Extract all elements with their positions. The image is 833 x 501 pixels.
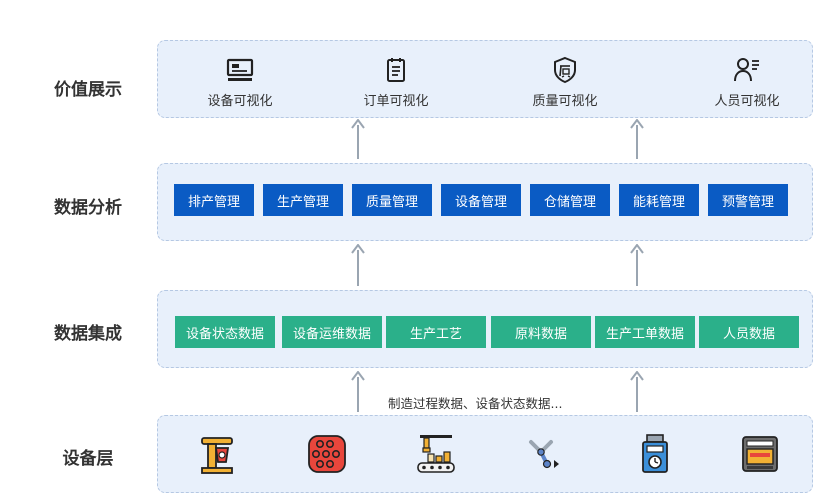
alert-management-button[interactable]: 预警管理: [708, 184, 788, 216]
data-analysis-panel: 排产管理 生产管理 质量管理 设备管理 仓储管理 能耗管理 预警管理: [157, 163, 813, 241]
data-source-box[interactable]: 设备运维数据: [282, 316, 382, 348]
layer-label-data-integration: 数据集成: [54, 324, 122, 344]
arrow-up-icon: [351, 371, 365, 412]
value-display-label: 设备可视化: [207, 94, 273, 109]
warehouse-management-button[interactable]: 仓储管理: [530, 184, 610, 216]
layer-label-data-analysis: 数据分析: [54, 198, 122, 218]
data-flow-label: 制造过程数据、设备状态数据...: [388, 396, 563, 411]
mixer-machine-icon[interactable]: [196, 432, 240, 476]
layer-label-device-layer: 设备层: [62, 449, 114, 469]
equipment-visualization-item[interactable]: 设备可视化: [185, 55, 295, 109]
value-display-panel: 设备可视化 订单可视化 质量可视化 人员可: [157, 40, 813, 118]
oven-icon[interactable]: [738, 432, 782, 476]
value-display-label: 质量可视化: [532, 94, 598, 109]
user-list-icon: [734, 58, 759, 82]
data-source-box[interactable]: 生产工艺: [386, 316, 486, 348]
scheduling-management-button[interactable]: 排产管理: [174, 184, 254, 216]
value-display-label: 人员可视化: [714, 94, 780, 109]
data-source-box[interactable]: 原料数据: [491, 316, 591, 348]
data-source-box[interactable]: 设备状态数据: [175, 316, 275, 348]
weighing-scale-icon[interactable]: [633, 432, 677, 476]
production-management-button[interactable]: 生产管理: [263, 184, 343, 216]
data-source-box[interactable]: 人员数据: [699, 316, 799, 348]
arrow-up-icon: [351, 119, 365, 159]
shield-quality-icon: [554, 56, 576, 84]
order-visualization-item[interactable]: 订单可视化: [341, 55, 451, 109]
layer-label-value-display: 价值展示: [54, 80, 122, 100]
data-source-box[interactable]: 生产工单数据: [595, 316, 695, 348]
conveyor-line-icon[interactable]: [414, 432, 458, 476]
clipboard-icon: [387, 58, 405, 82]
data-integration-panel: 设备状态数据 设备运维数据 生产工艺 原料数据 生产工单数据 人员数据: [157, 290, 813, 368]
arrow-up-icon: [630, 119, 644, 159]
arrow-up-icon: [351, 244, 365, 286]
personnel-visualization-item[interactable]: 人员可视化: [692, 55, 802, 109]
device-layer-panel: [157, 415, 813, 493]
quality-management-button[interactable]: 质量管理: [352, 184, 432, 216]
baking-tray-icon[interactable]: [305, 432, 349, 476]
arrow-up-icon: [630, 244, 644, 286]
value-display-label: 订单可视化: [363, 94, 429, 109]
robot-arm-icon[interactable]: [521, 432, 565, 476]
energy-management-button[interactable]: 能耗管理: [619, 184, 699, 216]
monitor-icon: [226, 58, 254, 81]
arrow-up-icon: [630, 371, 644, 412]
quality-visualization-item[interactable]: 质量可视化: [510, 55, 620, 109]
equipment-management-button[interactable]: 设备管理: [441, 184, 521, 216]
